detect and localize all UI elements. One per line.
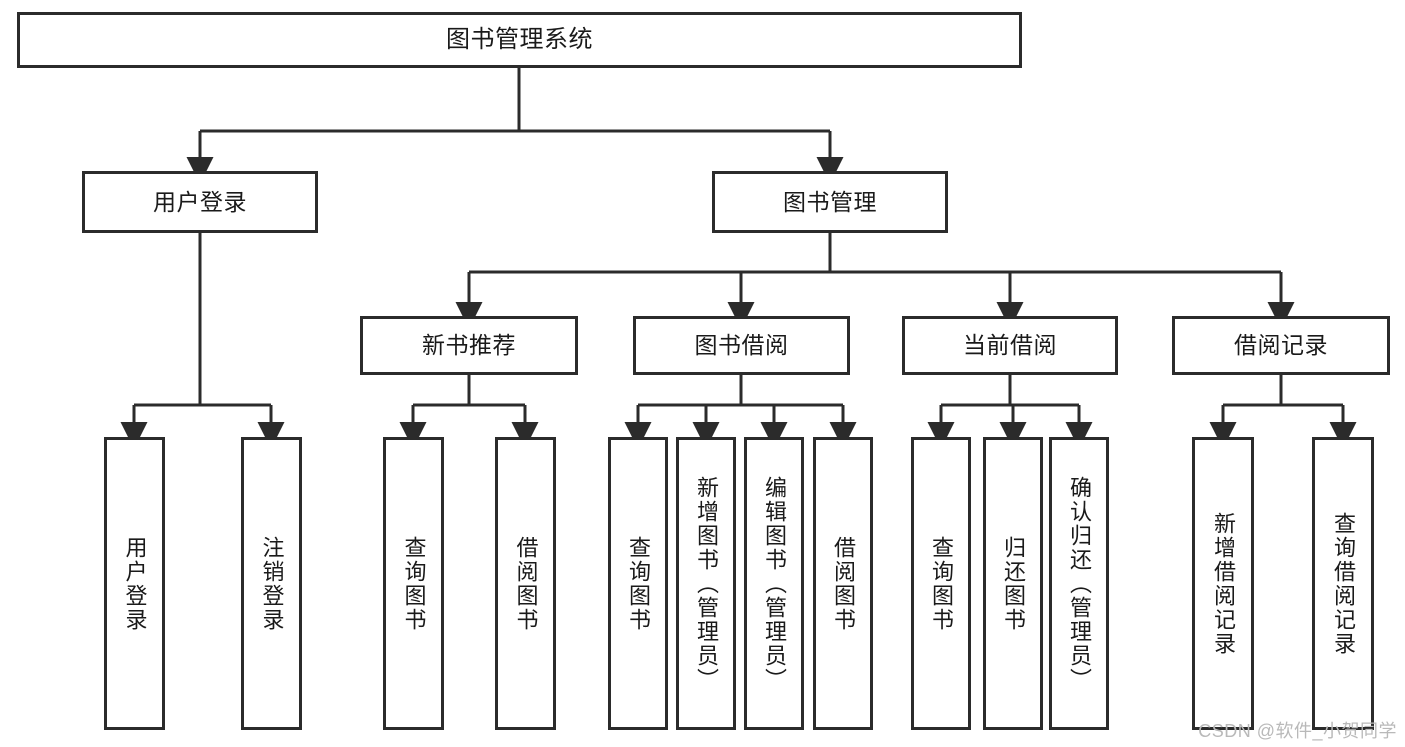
node-book-management[interactable]: 图书管理 — [712, 171, 948, 233]
node-book-management-label: 图书管理 — [783, 188, 877, 215]
leaf-add-record-label: 新增借阅记录 — [1210, 511, 1236, 656]
leaf-logout-label: 注销登录 — [259, 535, 285, 632]
node-current-borrow-label: 当前借阅 — [963, 332, 1057, 359]
leaf-confirm-return[interactable]: 确认归还（管理员） — [1049, 437, 1109, 730]
leaf-edit-book-label: 编辑图书（管理员） — [761, 475, 787, 692]
leaf-return-book[interactable]: 归还图书 — [983, 437, 1043, 730]
node-new-book-recommend-label: 新书推荐 — [422, 332, 516, 359]
watermark: CSDN @软件_小贺同学 — [1198, 721, 1397, 741]
leaf-query-book-1-label: 查询图书 — [401, 535, 427, 632]
leaf-confirm-return-label: 确认归还（管理员） — [1066, 475, 1092, 692]
leaf-add-record[interactable]: 新增借阅记录 — [1192, 437, 1254, 730]
leaf-logout[interactable]: 注销登录 — [241, 437, 302, 730]
leaf-query-book-3-label: 查询图书 — [928, 535, 954, 632]
node-borrow-record-label: 借阅记录 — [1234, 332, 1328, 359]
leaf-borrow-book-2[interactable]: 借阅图书 — [813, 437, 873, 730]
leaf-query-record[interactable]: 查询借阅记录 — [1312, 437, 1374, 730]
node-user-login[interactable]: 用户登录 — [82, 171, 318, 233]
leaf-query-book-1[interactable]: 查询图书 — [383, 437, 444, 730]
leaf-return-book-label: 归还图书 — [1000, 535, 1026, 632]
node-borrow-record[interactable]: 借阅记录 — [1172, 316, 1390, 375]
leaf-query-record-label: 查询借阅记录 — [1330, 511, 1356, 656]
leaf-query-book-2-label: 查询图书 — [625, 535, 651, 632]
leaf-add-book-label: 新增图书（管理员） — [693, 475, 719, 692]
node-current-borrow[interactable]: 当前借阅 — [902, 316, 1118, 375]
leaf-query-book-2[interactable]: 查询图书 — [608, 437, 668, 730]
leaf-query-book-3[interactable]: 查询图书 — [911, 437, 971, 730]
leaf-edit-book[interactable]: 编辑图书（管理员） — [744, 437, 804, 730]
node-book-borrow[interactable]: 图书借阅 — [633, 316, 850, 375]
leaf-borrow-book-1-label: 借阅图书 — [513, 535, 539, 632]
leaf-borrow-book-2-label: 借阅图书 — [830, 535, 856, 632]
leaf-add-book[interactable]: 新增图书（管理员） — [676, 437, 736, 730]
node-book-borrow-label: 图书借阅 — [694, 332, 789, 359]
node-root[interactable]: 图书管理系统 — [17, 12, 1022, 68]
node-root-label: 图书管理系统 — [446, 26, 593, 54]
leaf-borrow-book-1[interactable]: 借阅图书 — [495, 437, 556, 730]
node-user-login-label: 用户登录 — [153, 188, 247, 215]
leaf-user-login-label: 用户登录 — [122, 535, 148, 632]
leaf-user-login[interactable]: 用户登录 — [104, 437, 165, 730]
node-new-book-recommend[interactable]: 新书推荐 — [360, 316, 578, 375]
